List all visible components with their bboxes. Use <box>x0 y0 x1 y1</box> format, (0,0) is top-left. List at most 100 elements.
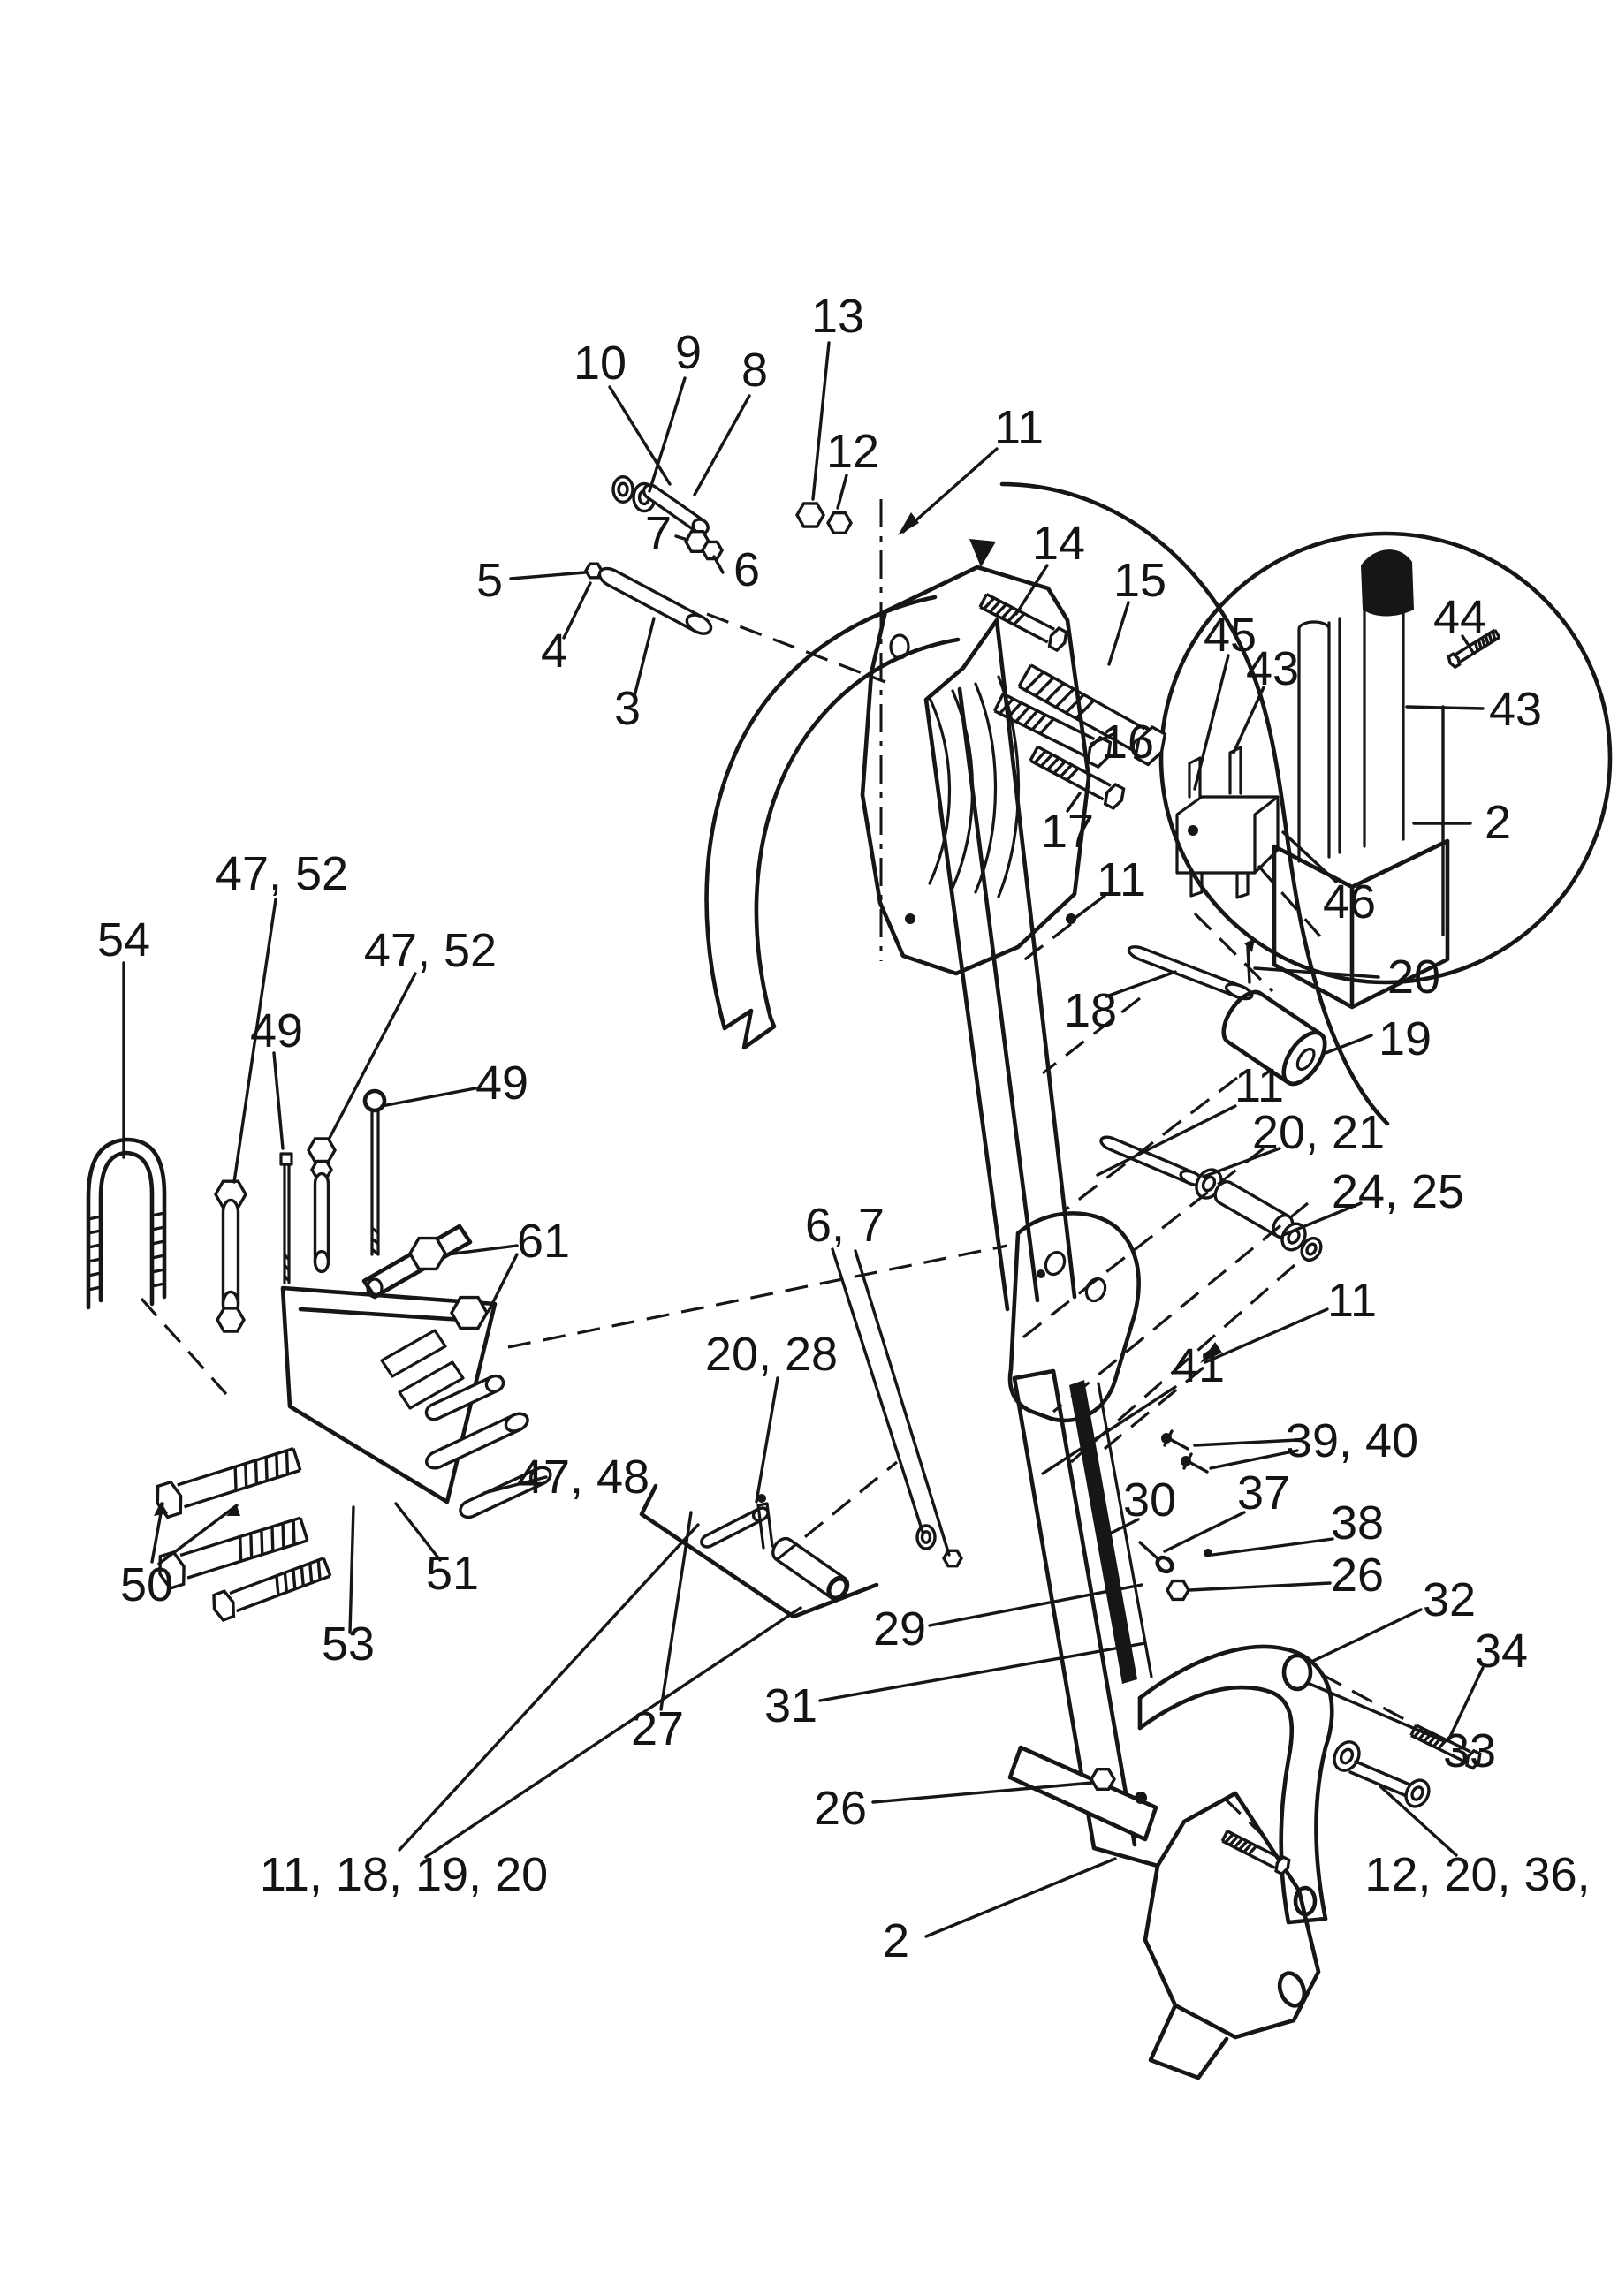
top-left-hardware <box>586 477 851 638</box>
part-label-49-2: 49 <box>475 1057 528 1110</box>
part-label-24-25: 24, 25 <box>1332 1165 1464 1218</box>
curved-support-arm <box>1137 1644 1334 1925</box>
part-label-47-52-2: 47, 52 <box>364 924 497 977</box>
part-label-4: 4 <box>541 625 567 678</box>
roller-27 <box>769 1534 852 1603</box>
part-label-8: 8 <box>741 344 768 397</box>
part-label-12: 12 <box>826 425 879 478</box>
part-label-44: 44 <box>1433 591 1486 644</box>
pin-18-roller-19 <box>1066 913 1333 1091</box>
part-label-5: 5 <box>476 554 503 607</box>
part-label-20-21: 20, 21 <box>1252 1106 1385 1159</box>
part-label-37: 37 <box>1237 1466 1290 1519</box>
washer-6-7 <box>917 1526 935 1549</box>
pin-12-20-36 <box>1348 1760 1416 1799</box>
spacer-cylinder-1 <box>224 1200 239 1315</box>
part-label-9: 9 <box>675 326 702 379</box>
nut-61a <box>410 1239 445 1269</box>
link-plates-51 <box>380 1329 465 1410</box>
part-label-7: 7 <box>645 507 672 560</box>
part-label-43-2: 43 <box>1489 683 1542 736</box>
part-label-51: 51 <box>426 1547 479 1600</box>
part-label-38: 38 <box>1331 1497 1384 1550</box>
part-label-32: 32 <box>1423 1573 1476 1626</box>
part-label-6: 6 <box>733 543 760 596</box>
part-label-39-40: 39, 40 <box>1286 1414 1418 1467</box>
part-label-49-1: 49 <box>250 1004 303 1057</box>
spacer-cylinder-2 <box>315 1174 329 1272</box>
bolt-37 <box>1138 1541 1161 1562</box>
valve-clamp <box>1175 746 1280 899</box>
part-label-54: 54 <box>97 913 150 966</box>
nut-47-52b-top <box>308 1139 335 1162</box>
nut-6-7 <box>944 1550 961 1565</box>
nut-61b <box>452 1298 487 1329</box>
part-label-11-1: 11 <box>994 401 1044 454</box>
nut-6 <box>703 542 722 558</box>
part-label-11-4: 11 <box>1327 1274 1377 1327</box>
pin-point-11 <box>1066 913 1076 924</box>
part-label-47-52-1: 47, 52 <box>216 847 348 900</box>
pin-38 <box>1204 1549 1212 1557</box>
part-label-26-2: 26 <box>814 1782 867 1835</box>
pin-3 <box>596 565 714 637</box>
part-label-46: 46 <box>1323 875 1376 928</box>
part-label-11-2: 11 <box>1097 853 1146 906</box>
washer-12 <box>1330 1738 1364 1775</box>
bolt-49a <box>279 1152 293 1284</box>
part-label-34: 34 <box>1475 1625 1528 1678</box>
part-label-50: 50 <box>120 1558 173 1611</box>
washer-20-36 <box>1402 1777 1433 1811</box>
part-number-labels: 13 10 9 8 12 11 7 6 5 4 3 14 15 16 17 45… <box>97 290 1591 1967</box>
torn-curved-arm <box>704 595 961 1050</box>
part-label-27: 27 <box>631 1702 684 1755</box>
large-arc-outline <box>999 481 1390 1126</box>
part-label-10: 10 <box>574 337 627 390</box>
elbow-bracket-27 <box>642 1486 877 1617</box>
part-label-20-28: 20, 28 <box>705 1328 838 1381</box>
detail-inset-circle <box>1158 531 1613 1010</box>
part-label-13: 13 <box>811 290 864 343</box>
part-label-33: 33 <box>1443 1724 1496 1777</box>
part-label-11-18-19-20: 11, 18, 19, 20 <box>260 1848 548 1901</box>
part-label-19: 19 <box>1379 1012 1432 1065</box>
part-label-47-48: 47, 48 <box>517 1451 649 1504</box>
part-label-2-2: 2 <box>883 1914 909 1967</box>
part-label-16: 16 <box>1101 716 1154 769</box>
part-label-17: 17 <box>1041 805 1094 858</box>
part-label-45: 45 <box>1204 609 1257 662</box>
part-label-2-1: 2 <box>1485 796 1511 849</box>
nut-12 <box>828 513 851 534</box>
part-label-3: 3 <box>614 682 641 735</box>
part-label-30: 30 <box>1123 1474 1176 1527</box>
part-label-12-20-36: 12, 20, 36, <box>1364 1848 1590 1901</box>
part-label-43-1: 43 <box>1246 642 1299 695</box>
part-label-26-1: 26 <box>1331 1549 1384 1602</box>
part-label-18: 18 <box>1064 984 1117 1037</box>
left-bracket-assembly <box>88 1091 553 1622</box>
part-label-29: 29 <box>873 1603 926 1656</box>
leader-lines <box>122 341 1485 1938</box>
u-bolt-54 <box>86 1137 167 1310</box>
part-label-41: 41 <box>1172 1339 1225 1392</box>
spacer-47-48a <box>424 1373 506 1421</box>
part-label-31: 31 <box>764 1679 817 1732</box>
part-label-61: 61 <box>517 1215 570 1268</box>
screw-39-40b <box>1181 1456 1191 1466</box>
bolt-50a <box>153 1444 302 1519</box>
nut-47-52-bottom <box>217 1308 244 1331</box>
part-label-11-3: 11 <box>1234 1059 1284 1112</box>
roller-19 <box>1221 989 1327 1087</box>
screw-39-40a <box>1161 1433 1172 1444</box>
lower-linkage-hardware <box>917 1429 1482 1875</box>
part-label-14: 14 <box>1032 517 1085 570</box>
bolt-49b <box>362 1088 387 1256</box>
spacer-47-48b <box>424 1411 531 1472</box>
nut-13 <box>797 504 824 527</box>
alignment-dash-lines <box>140 499 1415 1846</box>
part-label-15: 15 <box>1113 554 1166 607</box>
nut-26b <box>1091 1769 1114 1790</box>
bracket-plate-53 <box>280 1285 498 1504</box>
